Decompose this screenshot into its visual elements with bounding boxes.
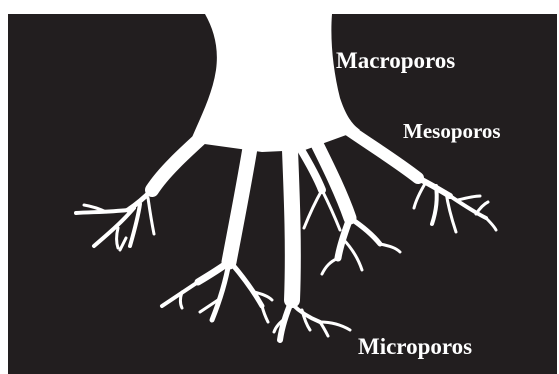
root-main-left — [152, 128, 212, 190]
label-microporos: Microporos — [358, 335, 472, 358]
root-fine — [262, 306, 268, 322]
root-fine — [181, 292, 183, 308]
root-fine — [432, 186, 437, 224]
root-main-center-left — [229, 148, 250, 262]
root-fine — [117, 228, 119, 248]
label-macroporos: Macroporos — [336, 49, 455, 72]
root-fine — [322, 258, 338, 274]
root-fine — [148, 198, 154, 234]
root-fine — [304, 190, 322, 228]
label-mesoporos: Mesoporos — [403, 121, 501, 142]
root-fine — [486, 218, 496, 230]
root-fine — [476, 202, 488, 214]
root-fine — [458, 196, 480, 200]
root-fine — [120, 238, 126, 250]
root-fine — [320, 322, 328, 336]
root-fine — [414, 182, 426, 208]
root-fine — [342, 238, 362, 270]
root-fine — [350, 218, 380, 244]
root-fine — [380, 244, 400, 252]
root-main-center — [290, 150, 293, 300]
root-fine — [232, 264, 262, 306]
